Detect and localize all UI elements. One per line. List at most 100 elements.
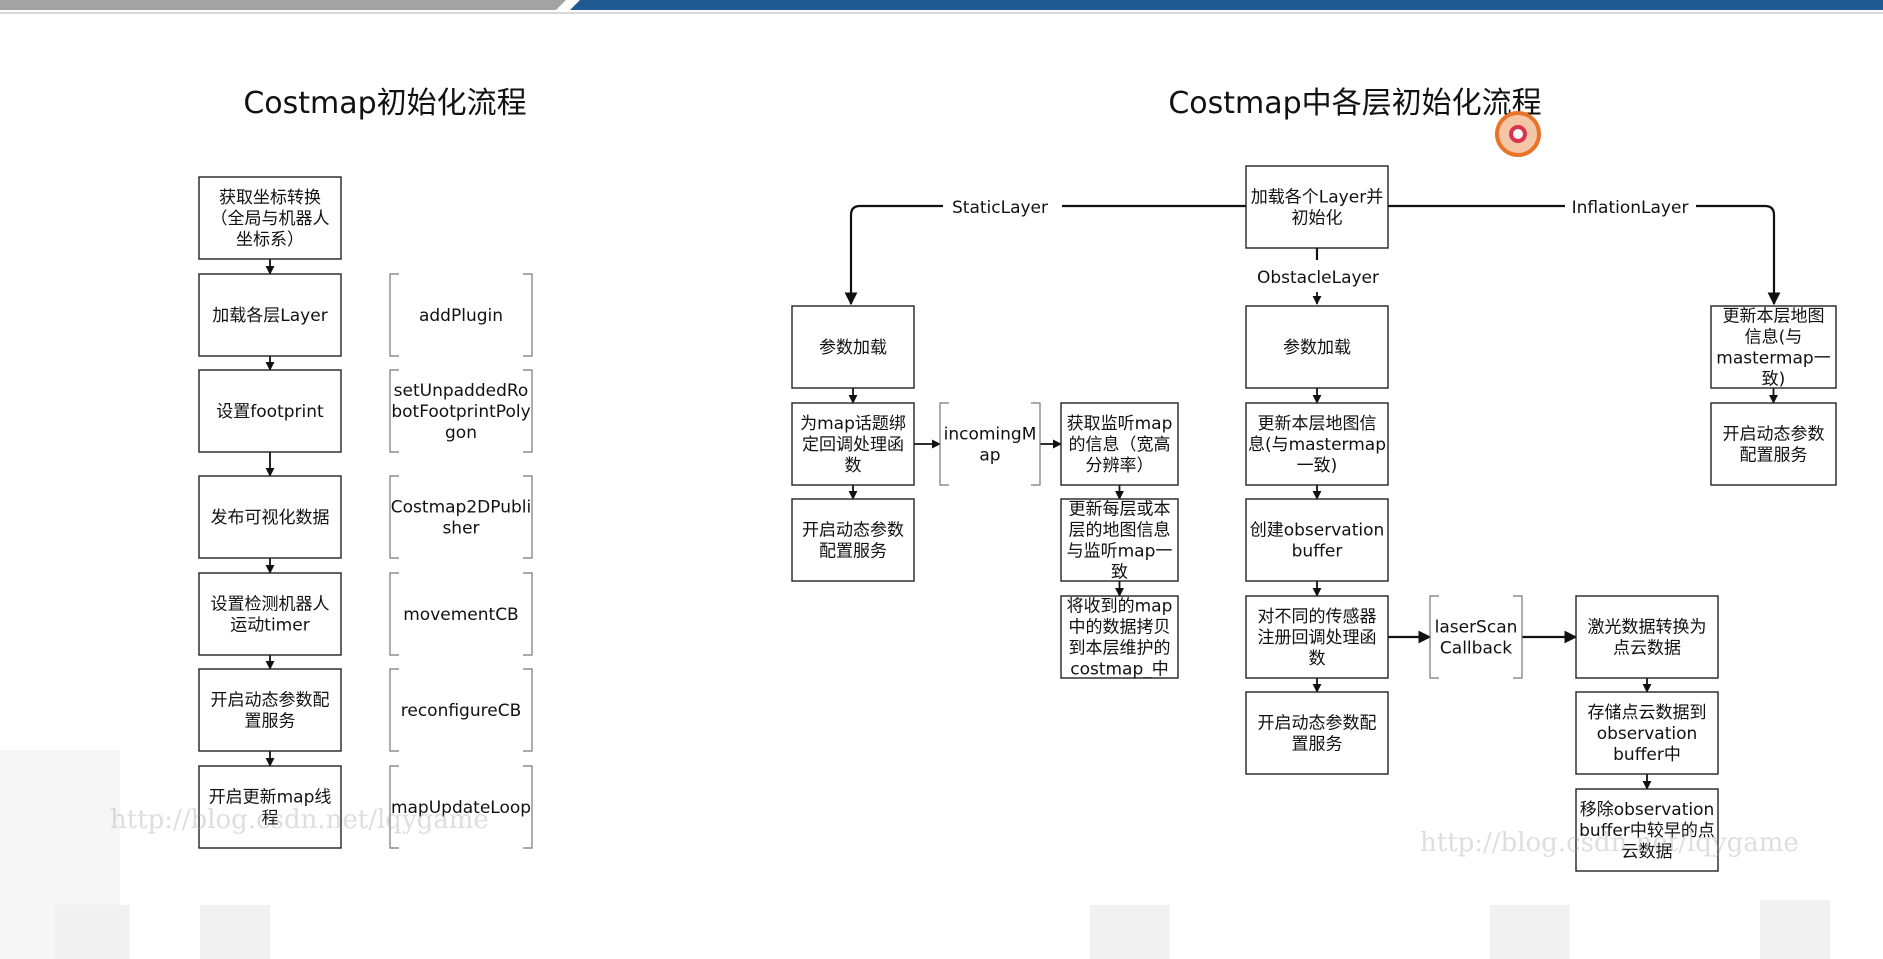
obstacle-step-4-text: 对不同的传感器注册回调处理函数 — [1258, 607, 1377, 669]
root-node-text: 加载各个Layer并初始化 — [1251, 188, 1383, 229]
obstacle-step-5-line: 置服务 — [1292, 735, 1343, 755]
left-annotation-4-right-bracket — [523, 572, 533, 656]
left-step-2 — [198, 273, 342, 357]
left-annotation-2-line: setUnpaddedRo — [394, 381, 529, 401]
static-callback-annotation-left-bracket — [939, 402, 949, 486]
left-step-6-line: 置服务 — [245, 712, 296, 732]
nodes: 获取坐标转换（全局与机器人坐标系）加载各层Layer设置footprint发布可… — [198, 165, 1837, 872]
static-step-3-line: 配置服务 — [819, 542, 887, 562]
left-step-4 — [198, 475, 342, 559]
inflation-step-1-line: 致) — [1762, 370, 1786, 390]
static-step-3-text: 开启动态参数配置服务 — [802, 521, 904, 562]
header-bar — [0, 0, 1883, 14]
inflation-step-2-line: 开启动态参数 — [1723, 425, 1825, 445]
static-step-2-line: 定回调处理函 — [802, 435, 904, 455]
obstacle-callback-step-2-line: 存储点云数据到 — [1588, 703, 1707, 723]
static-callback-step-1-line: 获取监听map — [1067, 414, 1173, 434]
inflation-branch-arrow — [1696, 204, 1781, 306]
obstacle-step-4-line: 对不同的传感器 — [1258, 607, 1377, 627]
inflation-step-1-line: 更新本层地图 — [1723, 307, 1825, 327]
left-annotation-3-right-bracket — [523, 475, 533, 559]
left-step-7-line: 程 — [262, 809, 279, 829]
static-callback-step-2-line: 与监听map一 — [1067, 542, 1173, 562]
inflation-step-2 — [1710, 402, 1837, 486]
obstacle-callback-step-2-line: buffer中 — [1613, 745, 1681, 765]
left-annotation-2-line: botFootprintPoly — [391, 402, 530, 422]
left-step-7 — [198, 765, 342, 849]
left-annotation-5-right-bracket — [523, 668, 533, 752]
left-annotation-1 — [389, 273, 533, 357]
inflation-layer-label: InflationLayer — [1572, 198, 1689, 218]
left-step-2-text: 加载各层Layer — [212, 306, 327, 326]
left-step-4-text: 发布可视化数据 — [211, 508, 330, 528]
obstacle-step-4-line: 注册回调处理函 — [1258, 628, 1377, 648]
left-annotation-3-line: sher — [442, 519, 479, 539]
obstacle-callback-step-1-text: 激光数据转换为点云数据 — [1588, 618, 1707, 659]
static-callback-step-1 — [1060, 402, 1179, 486]
left-annotation-4 — [389, 572, 533, 656]
inflation-step-2-line: 配置服务 — [1740, 446, 1808, 466]
obstacle-step-5 — [1245, 691, 1389, 775]
static-callback-step-2 — [1060, 498, 1179, 582]
obstacle-step-1-line: 参数加载 — [1283, 338, 1351, 358]
left-annotation-4-line: movementCB — [403, 605, 518, 625]
static-callback-step-2-text: 更新每层或本层的地图信息与监听map一致 — [1067, 500, 1173, 583]
obstacle-callback-step-3-line: buffer中较早的点 — [1579, 821, 1715, 841]
root-node-line: 初始化 — [1292, 209, 1343, 229]
obstacle-callback-annotation-line: Callback — [1440, 639, 1512, 659]
static-step-2-text: 为map话题绑定回调处理函数 — [800, 414, 906, 476]
obstacle-callback-step-3-line: 云数据 — [1622, 842, 1673, 862]
static-step-1-line: 参数加载 — [819, 338, 887, 358]
left-step-5-text: 设置检测机器人运动timer — [211, 595, 330, 636]
static-branch-arrow — [844, 204, 943, 306]
obstacle-step-4 — [1245, 595, 1389, 679]
static-layer-label: StaticLayer — [952, 198, 1048, 218]
static-callback-step-3-line: costmap_中 — [1070, 660, 1169, 680]
obstacle-step-5-text: 开启动态参数配置服务 — [1258, 714, 1377, 755]
left-step-1-line: 获取坐标转换 — [219, 188, 321, 208]
left-annotation-4-left-bracket — [389, 572, 399, 656]
static-step-1 — [791, 305, 915, 389]
left-step-6-line: 开启动态参数配 — [211, 691, 330, 711]
static-callback-step-2-line: 层的地图信息 — [1069, 521, 1171, 541]
cursor-indicator — [1495, 111, 1541, 157]
right-title: Costmap中各层初始化流程 — [1168, 86, 1541, 121]
obstacle-callback-annotation-left-bracket — [1429, 595, 1439, 679]
static-step-3-line: 开启动态参数 — [802, 521, 904, 541]
root-node — [1245, 165, 1389, 249]
inflation-step-1-line: 信息(与 — [1745, 328, 1803, 348]
left-step-1 — [198, 176, 342, 260]
obstacle-step-2-line: 更新本层地图信 — [1258, 414, 1377, 434]
static-callback-step-2-line: 致 — [1111, 563, 1128, 583]
left-step-1-line: （全局与机器人 — [211, 209, 330, 229]
left-annotation-3 — [389, 475, 533, 559]
left-annotation-5-text: reconfigureCB — [401, 701, 521, 721]
left-annotation-4-text: movementCB — [403, 605, 518, 625]
obstacle-step-4-line: 数 — [1309, 649, 1326, 669]
obstacle-step-2-line: 一致) — [1297, 456, 1338, 476]
obstacle-callback-step-3 — [1575, 788, 1719, 872]
left-annotation-1-text: addPlugin — [419, 306, 503, 326]
left-annotation-5 — [389, 668, 533, 752]
static-callback-annotation-line: ap — [979, 446, 1000, 466]
left-step-1-line: 坐标系） — [236, 230, 304, 250]
left-annotation-2-left-bracket — [389, 369, 399, 453]
static-callback-annotation-right-bracket — [1031, 402, 1041, 486]
left-step-7-text: 开启更新map线程 — [209, 788, 332, 829]
obstacle-callback-step-1-line: 点云数据 — [1613, 639, 1681, 659]
left-step-5-line: 设置检测机器人 — [211, 595, 330, 615]
static-callback-step-3-line: 中的数据拷贝 — [1069, 618, 1171, 638]
obstacle-callback-step-2 — [1575, 691, 1719, 775]
inflation-step-2-text: 开启动态参数配置服务 — [1723, 425, 1825, 466]
obstacle-callback-step-2-line: observation — [1597, 724, 1698, 744]
left-annotation-6-text: mapUpdateLoop — [391, 798, 531, 818]
inflation-step-1 — [1710, 305, 1837, 389]
left-annotation-1-left-bracket — [389, 273, 399, 357]
watermark-left: http://blog.csdn.net/lqygame — [110, 805, 489, 835]
